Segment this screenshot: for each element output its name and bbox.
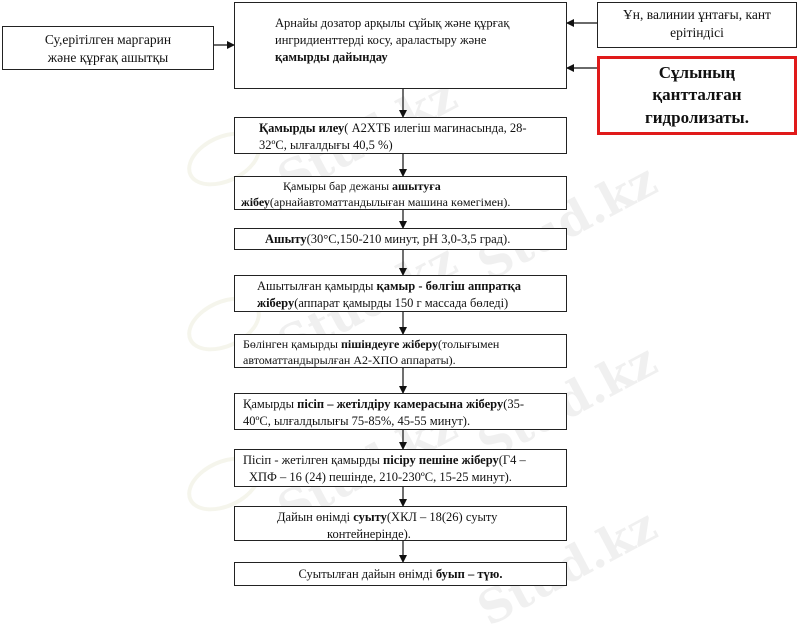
step-text: Ашытылған қамырды [257,279,377,293]
step-packaging: Суытылған дайын өнімді буып – түю. [234,562,567,586]
step-text: (аппарат қамырды 150 г массада бөледі) [294,295,509,310]
step-text: (арнайавтоматтандылыған машина көмегімен… [269,195,511,210]
step-text: контейнерінде). [327,526,411,541]
red-box-line: гидролизаты. [645,107,749,127]
step-text: Дайын өнімді [277,510,354,524]
step-shaping: Бөлінген қамырды пішіндеуге жіберу(толығ… [234,334,567,368]
step-bold: ашытуға [392,179,441,193]
step-text: (ХКЛ – 18(26) суыту [386,510,498,524]
input-box-flour-vanilla-sugar: Ұн, валинии ұнтағы, кант ерітіндісі [597,2,797,48]
step-text-bold: қамырды дайындау [275,49,388,64]
flow-connectors [214,19,597,563]
step-text: Қамырды [243,397,298,411]
step-bold: жібеу [241,195,270,210]
step-cooling: Дайын өнімді суыту(ХКЛ – 18(26) суыту ко… [234,506,567,541]
step-bold: суыту [353,510,387,524]
step-dough-preparation: Арнайы дозатор арқылы сұйық және құрғақ … [234,2,567,89]
step-bold: пісіп – жетілдіру камерасына жіберу [297,397,504,411]
input-box-line: ерітіндісі [670,25,724,41]
step-text: Бөлінген қамырды [243,337,341,351]
step-text: 40ºС, ылғалдылығы 75-85%, 45-55 минут). [243,413,471,428]
red-box-line: Сұлының [658,63,736,83]
step-text: 32ºС, ылғалдығы 40,5 %) [259,137,393,152]
oat-hydrolyzate-box: Сұлының қантталған гидролизаты. [597,56,797,135]
step-text: (толығымен [438,337,500,351]
step-bold: Ашыту [265,232,307,246]
step-bold: буып – түю. [435,567,503,581]
step-text: (30°С,150-210 минут, рН 3,0-3,5 град). [306,232,511,246]
step-text: (35- [503,397,525,411]
input-box-margarine-yeast: Су,ерітілген маргарин және құрғақ ашытқы [2,26,214,70]
step-text: Арнайы дозатор арқылы сұйық және құрғақ [275,16,510,30]
red-box-line: қантталған [652,85,742,105]
step-text: Суытылған дайын өнімді [298,567,436,581]
input-box-line: және құрғақ ашытқы [47,50,169,66]
step-text: (Г4 – [498,453,526,467]
step-baking-oven: Пісіп - жетілген қамырды пісіру пешіне ж… [234,449,567,487]
step-bold: Қамырды илеу [259,121,345,135]
step-text: Пісіп - жетілген қамырды [243,453,384,467]
step-text: ( А2ХТБ илегіш магинасында, 28- [344,121,527,135]
step-bold: пішіндеуге жіберу [340,337,439,351]
input-box-line: Ұн, валинии ұнтағы, кант [623,7,771,22]
step-text: Қамыры бар дежаны [283,179,393,193]
step-bold: қамыр - бөлгіш аппратқа [376,279,521,293]
input-box-line: Су,ерітілген маргарин [44,32,172,47]
step-proofing-chamber: Қамырды пісіп – жетілдіру камерасына жіб… [234,393,567,430]
step-text: автоматтандырылған А2-ХПО аппараты). [243,353,456,368]
step-send-fermentation: Қамыры бар дежаны ашытуға жібеу(арнайавт… [234,176,567,210]
step-fermentation: Ашыту(30°С,150-210 минут, рН 3,0-3,5 гра… [234,228,567,250]
step-bold: жіберу [257,295,295,310]
step-text: ингридиенттерді косу, араластыру және [275,32,487,47]
step-kneading: Қамырды илеу( А2ХТБ илегіш магинасында, … [234,117,567,154]
step-bold: пісіру пешіне жіберу [383,453,499,467]
step-text: ХПФ – 16 (24) пешінде, 210-230ºС, 15-25 … [249,469,512,484]
step-dough-divider: Ашытылған қамырды қамыр - бөлгіш аппратқ… [234,275,567,312]
